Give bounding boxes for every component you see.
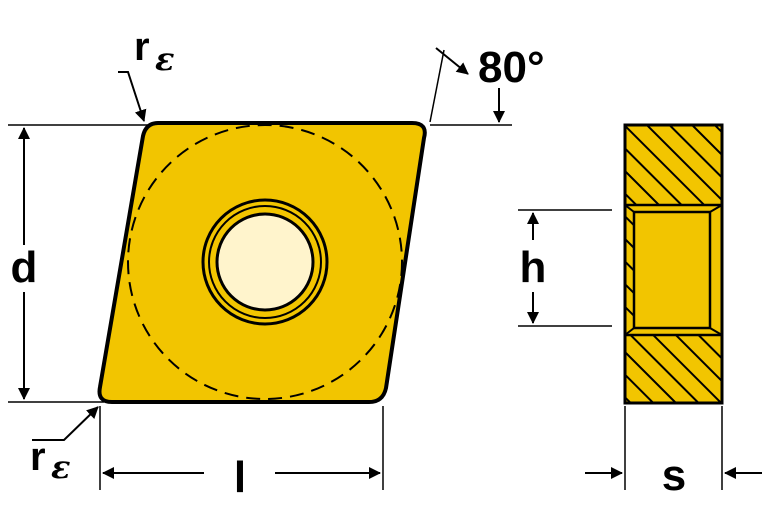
angle-indicator: 80° bbox=[429, 43, 545, 126]
label-s: s bbox=[662, 451, 686, 500]
dimension-h: h bbox=[518, 209, 612, 327]
corner-radius-top: r ε bbox=[118, 25, 174, 122]
label-h: h bbox=[520, 243, 547, 292]
insert-front-view bbox=[97, 121, 427, 404]
corner-radius-bottom: r ε bbox=[30, 406, 99, 486]
label-epsilon-top: ε bbox=[155, 40, 174, 78]
label-d: d bbox=[11, 243, 38, 292]
dimension-d: d bbox=[8, 124, 150, 403]
label-angle: 80° bbox=[478, 43, 545, 92]
label-l: l bbox=[234, 453, 246, 502]
label-r-top: r bbox=[134, 25, 150, 69]
center-hole bbox=[215, 212, 315, 312]
dimension-s: s bbox=[585, 406, 762, 500]
dimension-l: l bbox=[99, 406, 384, 502]
insert-side-view bbox=[623, 123, 724, 405]
section-hole-inner bbox=[632, 210, 712, 330]
label-r-bottom: r bbox=[30, 435, 46, 479]
label-epsilon-bottom: ε bbox=[51, 448, 70, 486]
inscribed-circle-dashed bbox=[127, 124, 403, 400]
